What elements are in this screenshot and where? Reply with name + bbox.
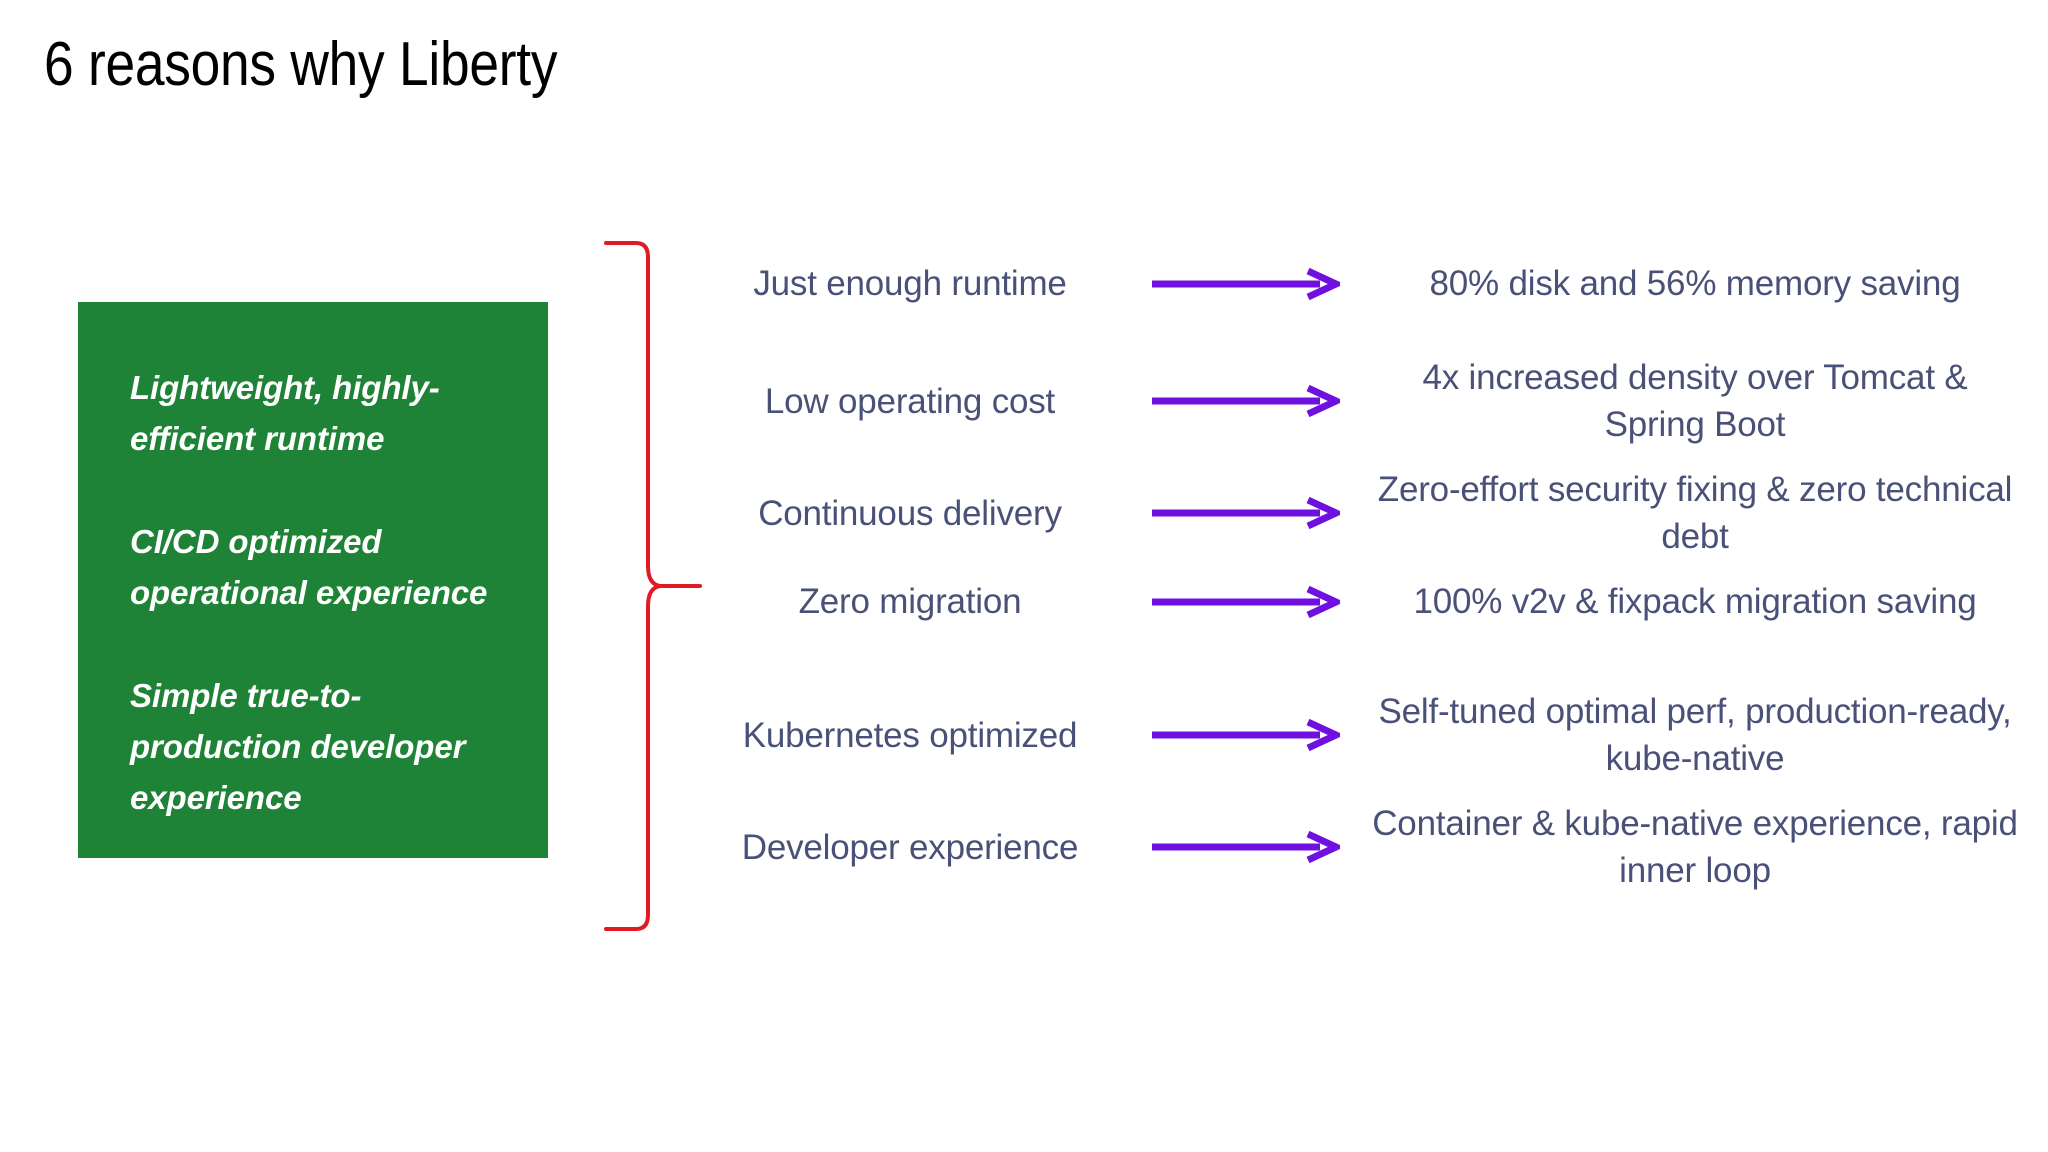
benefit-label: 4x increased density over Tomcat & Sprin…	[1422, 358, 1968, 444]
right-arrow-icon	[1152, 718, 1340, 752]
reasons-list: Just enough runtime 80% disk and 56% mem…	[700, 236, 2020, 956]
reason-label: Low operating cost	[764, 381, 1056, 421]
reason-row: Zero migration 100% v2v & fixpack migrat…	[700, 578, 2020, 625]
right-arrow-icon	[1152, 267, 1340, 300]
reason-label: Kubernetes optimized	[742, 715, 1078, 755]
reason-label: Developer experience	[741, 827, 1079, 867]
right-arrow-icon	[1152, 585, 1340, 618]
benefit-label: 100% v2v & fixpack migration saving	[1413, 582, 1977, 621]
curly-brace-icon	[604, 241, 702, 931]
green-panel-paragraph-1: Lightweight, highly-efficient runtime	[130, 369, 440, 457]
benefit-label: Zero-effort security fixing & zero techn…	[1377, 470, 2013, 556]
reason-row: Developer experience Container & kube-na…	[700, 800, 2020, 894]
reason-row: Low operating cost 4x increased density …	[700, 354, 2020, 448]
benefit-label: 80% disk and 56% memory saving	[1429, 264, 1961, 303]
right-arrow-icon	[1152, 830, 1340, 864]
arrow-cell	[1120, 267, 1370, 301]
right-arrow-icon	[1152, 496, 1340, 530]
arrow-cell	[1120, 718, 1370, 752]
green-panel-paragraph-2: CI/CD optimized operational experience	[130, 523, 488, 611]
reason-row: Continuous delivery Zero-effort security…	[700, 466, 2020, 560]
reason-label: Just enough runtime	[753, 264, 1067, 303]
benefit-label: Self-tuned optimal perf, production-read…	[1378, 692, 2012, 778]
arrow-cell	[1120, 496, 1370, 530]
reason-label: Zero migration	[798, 582, 1022, 621]
right-arrow-icon	[1152, 384, 1340, 418]
arrow-cell	[1120, 585, 1370, 619]
reason-row: Just enough runtime 80% disk and 56% mem…	[700, 260, 2020, 307]
green-summary-panel: Lightweight, highly-efficient runtime CI…	[78, 302, 548, 858]
benefit-label: Container & kube-native experience, rapi…	[1372, 804, 2018, 890]
reason-label: Continuous delivery	[758, 493, 1062, 533]
reason-row: Kubernetes optimized Self-tuned optimal …	[700, 688, 2020, 782]
page-title: 6 reasons why Liberty	[44, 30, 558, 99]
arrow-cell	[1120, 384, 1370, 418]
green-panel-paragraph-3: Simple true-to-production developer expe…	[130, 677, 466, 816]
arrow-cell	[1120, 830, 1370, 864]
